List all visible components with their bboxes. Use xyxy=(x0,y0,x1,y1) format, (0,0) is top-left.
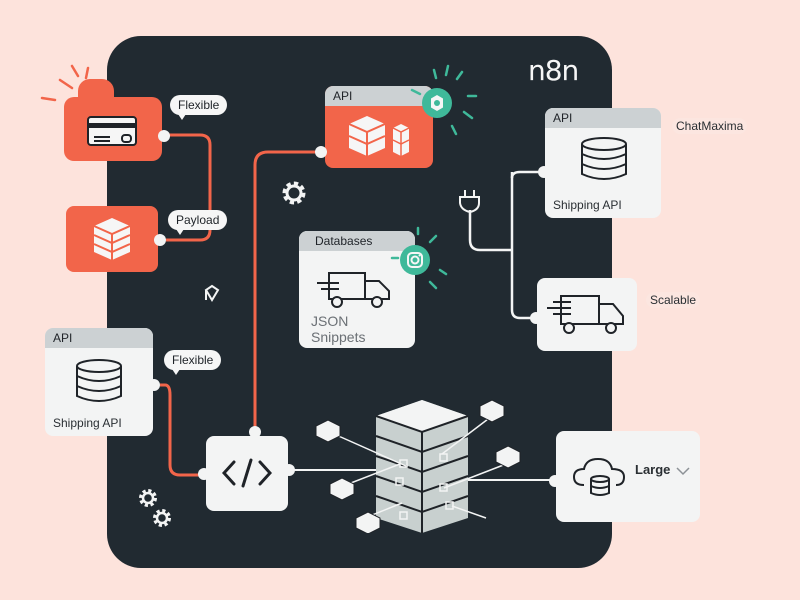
database-icon xyxy=(76,359,122,402)
json-label-line1: JSON xyxy=(311,313,349,329)
chevron-down-icon[interactable] xyxy=(676,466,690,476)
shipping-left-label: Shipping API xyxy=(53,416,122,430)
payment-bubble: Flexible xyxy=(170,95,228,120)
api-top-badge[interactable] xyxy=(422,88,452,118)
shipping-left-header: API xyxy=(45,328,153,348)
json-node[interactable]: Databases JSON Snippets xyxy=(299,231,415,348)
boxes-icon xyxy=(348,116,410,156)
cloud-input-port[interactable] xyxy=(549,475,561,487)
cloud-node[interactable]: Large xyxy=(556,431,700,522)
shipping-left-node[interactable]: API Shipping API xyxy=(45,328,153,436)
json-label-line2: Snippets xyxy=(311,329,366,345)
code-node[interactable] xyxy=(206,436,288,511)
shipping-right-header: API xyxy=(545,108,661,128)
payment-node-tab xyxy=(78,79,114,103)
code-output-port[interactable] xyxy=(283,464,295,476)
badge-rays xyxy=(390,226,448,290)
payload-output-port[interactable] xyxy=(154,234,166,246)
code-input-port-top[interactable] xyxy=(249,426,261,438)
json-header: Databases xyxy=(299,231,415,251)
database-icon xyxy=(581,137,627,180)
instagram-icon xyxy=(407,252,423,268)
gear-icon xyxy=(431,95,443,111)
payment-node[interactable] xyxy=(64,79,162,161)
server-stack-icon xyxy=(315,399,521,533)
badge-rays xyxy=(410,64,478,136)
payment-output-port[interactable] xyxy=(158,130,170,142)
api-top-header: API xyxy=(325,86,433,106)
shipping-left-bubble: Flexible xyxy=(164,350,222,375)
truck-right-input-port[interactable] xyxy=(530,312,542,324)
code-input-port-left[interactable] xyxy=(198,468,210,480)
truck-right-node[interactable] xyxy=(537,278,637,351)
truck-icon xyxy=(547,295,624,334)
chatmaxima-label: ChatMaxima xyxy=(672,118,748,134)
shipping-right-node[interactable]: API Shipping API xyxy=(545,108,661,218)
small-cubes xyxy=(315,399,521,533)
n8n-logo: n8n xyxy=(528,54,579,87)
cloud-label: Large xyxy=(635,462,671,477)
payload-node[interactable] xyxy=(66,206,158,272)
scalable-label: Scalable xyxy=(646,292,701,308)
shipping-left-output-port[interactable] xyxy=(148,379,160,391)
stacked-boxes-icon xyxy=(93,218,131,260)
json-badge[interactable] xyxy=(400,245,430,275)
credit-card-icon xyxy=(87,116,137,146)
shipping-right-input-port[interactable] xyxy=(538,166,550,178)
api-top-node[interactable]: API xyxy=(325,86,433,168)
code-icon xyxy=(222,458,272,488)
cloud-database-icon xyxy=(572,457,626,496)
api-top-input-port[interactable] xyxy=(315,146,327,158)
payload-bubble: Payload xyxy=(168,210,228,235)
shipping-right-label: Shipping API xyxy=(553,198,622,212)
truck-icon xyxy=(317,272,390,308)
